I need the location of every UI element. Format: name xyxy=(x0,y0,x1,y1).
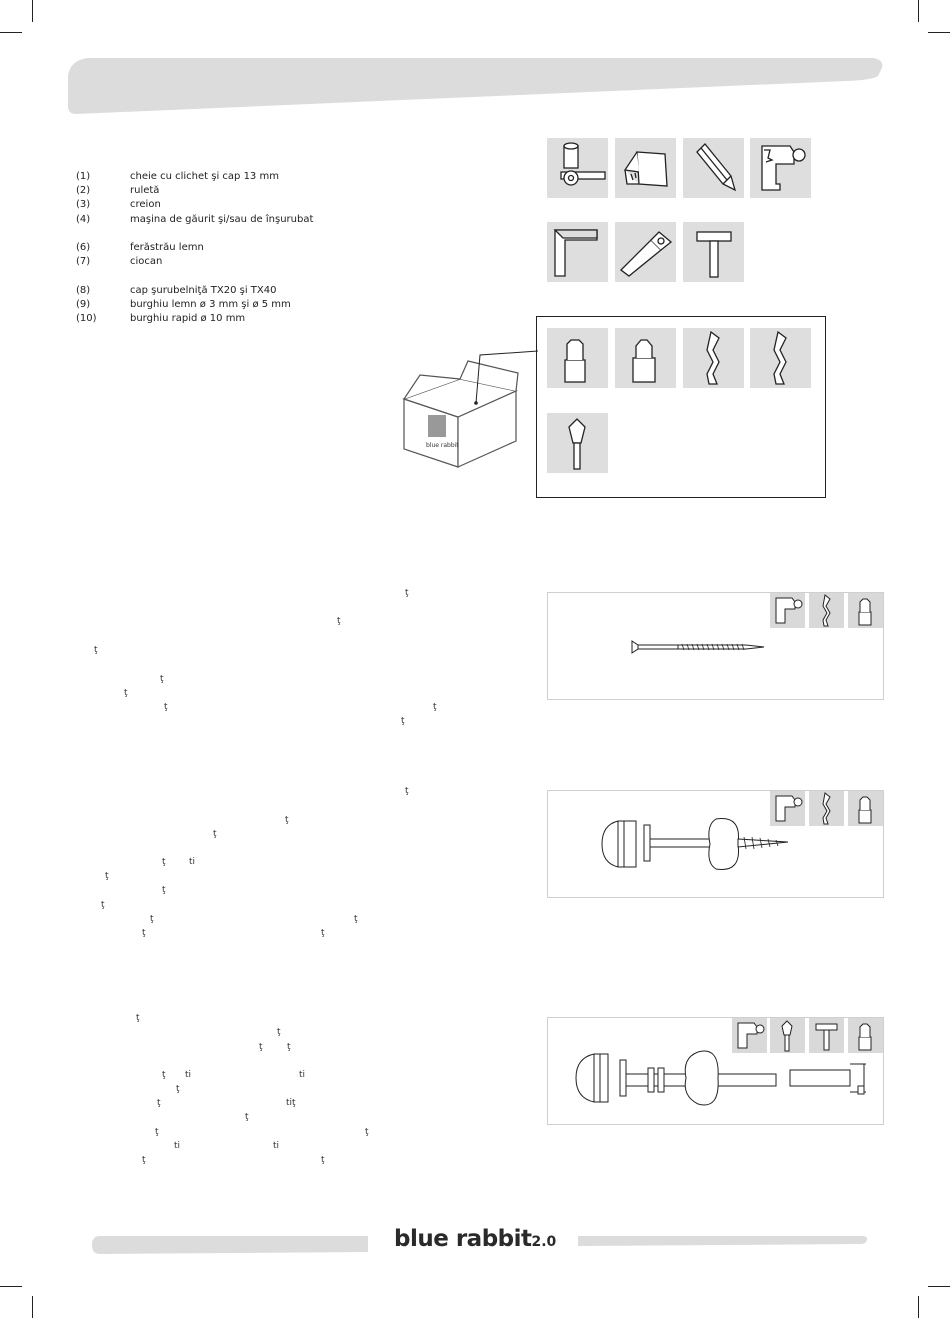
glyph: ţ xyxy=(101,900,105,910)
header-banner xyxy=(68,58,883,114)
crop-mark xyxy=(32,1296,33,1318)
glyph: ţ xyxy=(124,688,128,698)
torx-bit-tx40-icon xyxy=(615,328,676,388)
wood-drill-bit-icon xyxy=(683,328,744,388)
glyph: ţ xyxy=(150,914,154,924)
torx-bit-tx20-icon xyxy=(547,328,608,388)
glyph: ţ xyxy=(337,616,341,626)
panel-screw xyxy=(547,592,884,700)
screw-drawing xyxy=(631,640,765,654)
glyph: ţ xyxy=(136,1013,140,1023)
glyph: ţ xyxy=(401,716,405,726)
footer-logo: blue rabbit2.0 xyxy=(394,1226,557,1252)
list-item: (1)cheie cu clichet şi cap 13 mm xyxy=(76,171,279,182)
tape-measure-icon xyxy=(615,138,676,198)
list-item: (10)burghiu rapid ø 10 mm xyxy=(76,312,246,324)
glyph: ţ xyxy=(354,914,358,924)
glyph: ţ xyxy=(321,928,325,938)
glyph: ţ xyxy=(277,1027,281,1037)
list-item: (3)creion xyxy=(76,199,161,211)
crop-mark xyxy=(918,0,919,22)
torx-bit-icon xyxy=(848,791,883,826)
box-illustration: blue rabbit xyxy=(402,350,538,468)
glyph: ţ xyxy=(405,588,409,598)
footer-bar-right xyxy=(578,1236,868,1246)
footer-bar-left xyxy=(92,1236,368,1254)
glyph: ţ xyxy=(164,702,168,712)
square-ruler-icon xyxy=(547,222,608,282)
glyph: ţ xyxy=(162,857,166,867)
crop-mark xyxy=(0,1286,22,1287)
plug-screw-drawing xyxy=(601,818,789,870)
crop-mark xyxy=(918,1296,919,1318)
glyph: ţ xyxy=(245,1112,249,1122)
tools-list: (1)cheie cu clichet şi cap 13 mm (2)rule… xyxy=(76,170,313,326)
glyph: ţ xyxy=(160,674,164,684)
hammer-icon xyxy=(809,1018,844,1053)
glyph: ti xyxy=(189,857,196,867)
glyph: ţ xyxy=(142,928,146,938)
panel-plug-screw xyxy=(547,790,884,898)
crop-mark xyxy=(32,0,33,22)
torx-bit-icon xyxy=(848,1018,883,1053)
glyph: ţ xyxy=(142,1155,146,1165)
spade-bit-icon xyxy=(547,413,608,473)
glyph: ţ xyxy=(433,702,437,712)
list-item: (2)ruletă xyxy=(76,185,160,197)
glyph: ti xyxy=(299,1070,306,1080)
drill-icon xyxy=(750,138,811,198)
drill-bit-icon xyxy=(809,791,844,826)
glyph: ţ xyxy=(94,645,98,655)
glyph: ţ xyxy=(155,1127,159,1137)
glyph: ti xyxy=(273,1141,280,1151)
glyph: tiţ xyxy=(286,1098,296,1108)
glyph: ţ xyxy=(213,829,217,839)
drill-bit-icon xyxy=(809,593,844,628)
list-item: (6)ferăstrău lemn xyxy=(76,241,204,253)
bolt-drawing xyxy=(575,1050,866,1106)
torx-bit-icon xyxy=(848,593,883,628)
list-item: (4)maşina de găurit şi/sau de înşurubat xyxy=(76,213,314,225)
drill-icon xyxy=(770,791,805,826)
spade-bit-icon xyxy=(770,1018,805,1053)
box-brand-label: blue rabbit xyxy=(426,442,459,449)
glyph: ţ xyxy=(365,1127,369,1137)
crop-mark xyxy=(928,1286,950,1287)
bits-frame xyxy=(536,316,826,498)
glyph: ţ xyxy=(157,1098,161,1108)
glyph: ţ xyxy=(285,815,289,825)
glyph: ţ xyxy=(176,1084,180,1094)
metal-drill-bit-icon xyxy=(750,328,811,388)
glyph: ţ xyxy=(162,1070,166,1080)
glyph: ţ xyxy=(162,885,166,895)
list-item: (8)cap şurubelniţă TX20 şi TX40 xyxy=(76,284,277,296)
list-item: (9)burghiu lemn ø 3 mm şi ø 5 mm xyxy=(76,298,291,310)
drill-icon xyxy=(732,1018,767,1053)
glyph: ti xyxy=(174,1141,181,1151)
panel-bolt xyxy=(547,1017,884,1125)
hammer-icon xyxy=(683,222,744,282)
list-item: (7)ciocan xyxy=(76,256,163,268)
glyph: ţ xyxy=(105,871,109,881)
glyph: ti xyxy=(185,1070,192,1080)
glyph: ţ xyxy=(259,1042,263,1052)
ratchet-wrench-icon xyxy=(547,138,608,198)
saw-icon xyxy=(615,222,676,282)
crop-mark xyxy=(928,32,950,33)
glyph: ţ xyxy=(321,1155,325,1165)
drill-icon xyxy=(770,593,805,628)
glyph: ţ xyxy=(405,786,409,796)
pencil-icon xyxy=(683,138,744,198)
crop-mark xyxy=(0,32,22,33)
glyph: ţ xyxy=(287,1042,291,1052)
